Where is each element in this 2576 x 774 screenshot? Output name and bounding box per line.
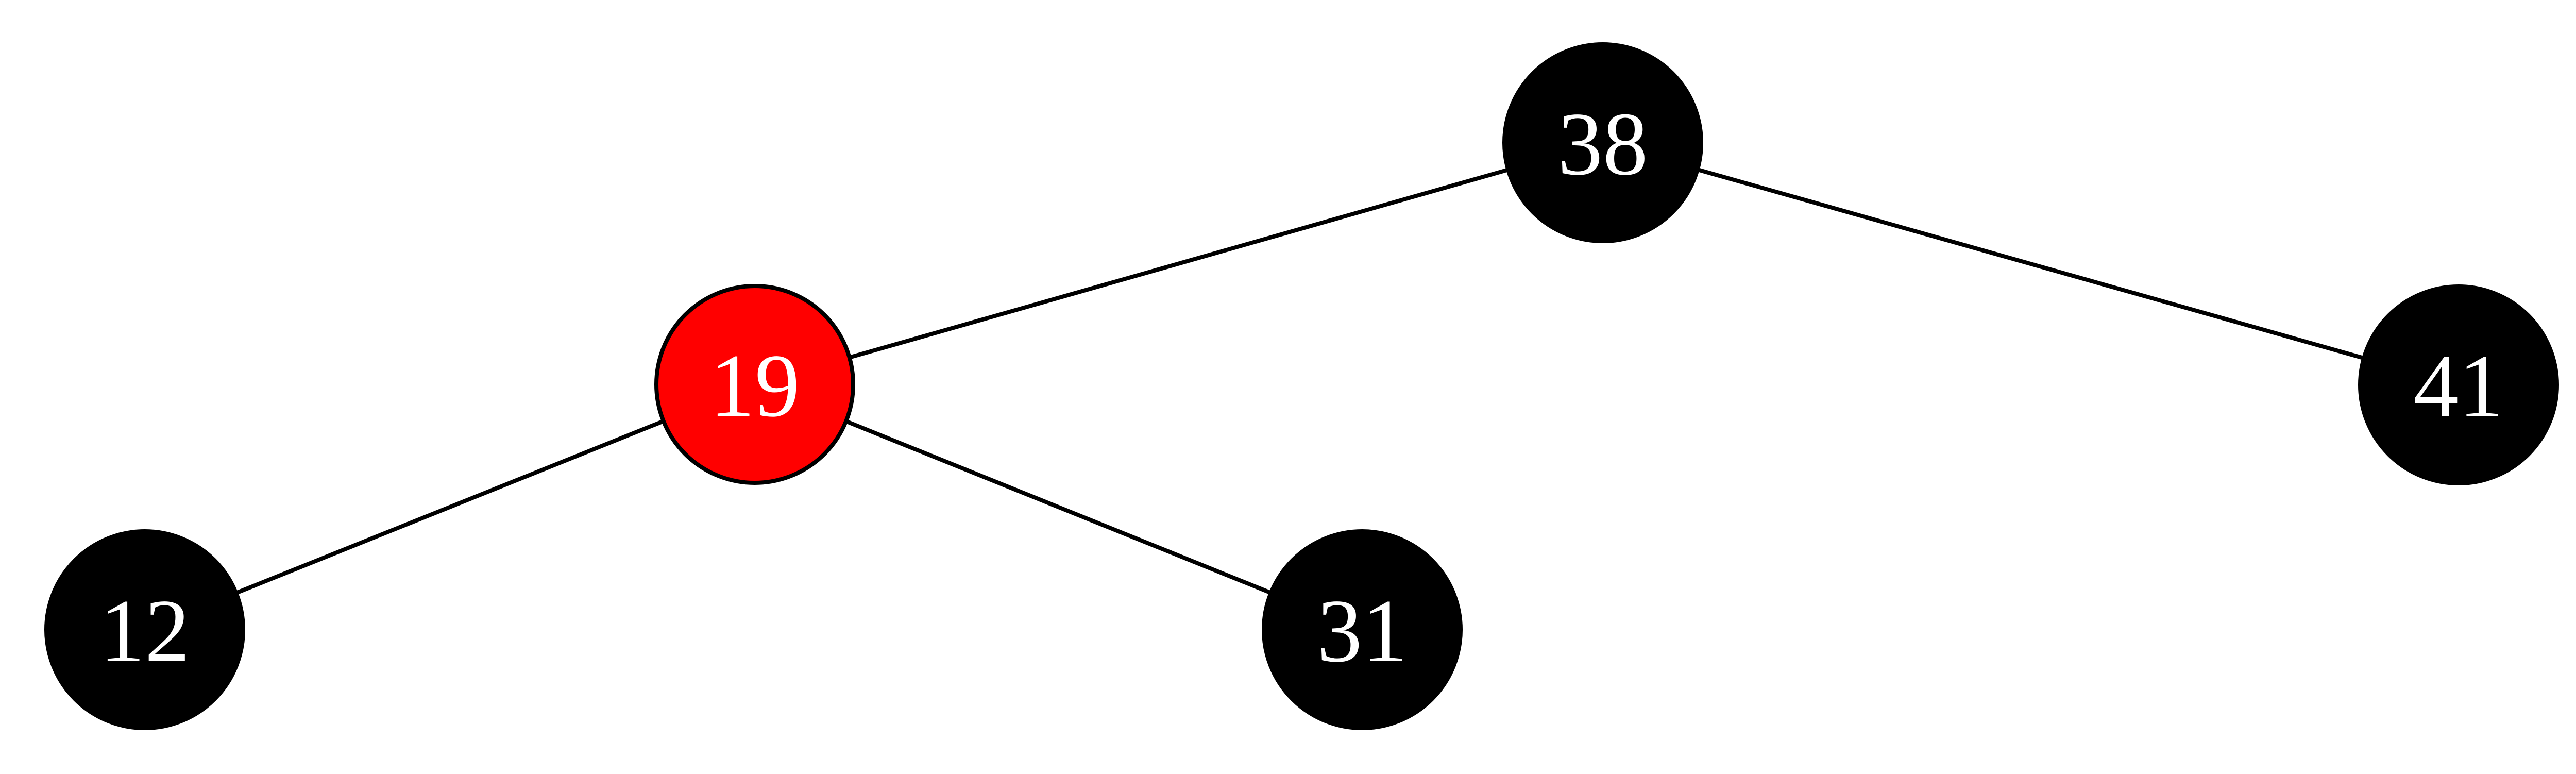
tree-node-12: 12 xyxy=(44,529,245,730)
node-circle-19 xyxy=(654,284,855,485)
tree-node-38: 38 xyxy=(1502,42,1703,243)
node-label-38: 38 xyxy=(1558,94,1648,194)
tree-node-19: 19 xyxy=(654,284,855,485)
node-label-31: 31 xyxy=(1317,581,1408,681)
node-label-12: 12 xyxy=(100,581,190,681)
nodes-layer: 38 19 41 12 31 xyxy=(44,42,2559,730)
edge-38-41 xyxy=(1602,141,2460,387)
node-circle-12 xyxy=(44,529,245,730)
edge-19-12 xyxy=(144,382,756,632)
node-circle-41 xyxy=(2358,284,2559,485)
node-circle-38 xyxy=(1502,42,1703,243)
node-label-19: 19 xyxy=(710,335,800,435)
node-circle-31 xyxy=(1262,529,1463,730)
tree-node-31: 31 xyxy=(1262,529,1463,730)
edge-38-19 xyxy=(754,141,1604,386)
edges-layer xyxy=(144,141,2460,632)
tree-node-41: 41 xyxy=(2358,284,2559,485)
edge-19-31 xyxy=(754,382,1363,632)
node-label-41: 41 xyxy=(2414,336,2504,436)
